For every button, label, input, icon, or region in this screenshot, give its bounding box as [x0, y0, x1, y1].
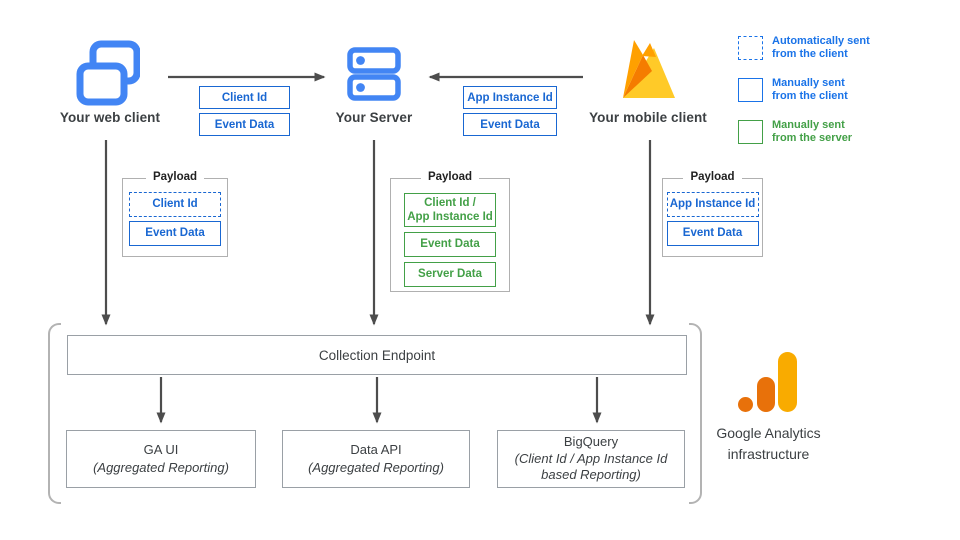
server-label: Your Server [335, 110, 413, 125]
output-subtitle: (Client Id / App Instance Id based Repor… [514, 450, 668, 483]
payload-item-client-id: Client Id [129, 192, 221, 217]
infrastructure-bracket-left [48, 323, 61, 504]
google-analytics-logo-icon [738, 352, 797, 412]
payload-item-event-data: Event Data [404, 232, 496, 257]
event-data-box: Event Data [199, 113, 290, 136]
payload-mobile: Payload App Instance Id Event Data [662, 171, 763, 257]
legend-swatch-auto-client [738, 36, 763, 60]
collection-endpoint-box: Collection Endpoint [67, 335, 687, 375]
web-client-label: Your web client [59, 110, 161, 125]
payload-item-app-instance-id: App Instance Id [666, 192, 759, 217]
app-instance-id-box: App Instance Id [463, 86, 557, 109]
output-title: BigQuery [563, 433, 619, 449]
payload-item-server-data: Server Data [404, 262, 496, 287]
payload-title: Payload [420, 171, 480, 183]
payload-title: Payload [683, 171, 742, 183]
legend-label-manual-server: Manually sent from the server [772, 119, 853, 145]
legend-label-auto-client: Automatically sent from the client [772, 35, 870, 61]
payload-item-event-data: Event Data [666, 221, 759, 246]
output-subtitle: (Aggregated Reporting) [93, 460, 229, 475]
payload-server: Payload Client Id / App Instance Id Even… [390, 171, 510, 292]
legend-swatch-manual-client [738, 78, 763, 102]
legend-swatch-manual-server [738, 120, 763, 144]
output-title: GA UI [143, 441, 179, 457]
output-title: Data API [350, 441, 402, 457]
google-analytics-infrastructure-label: Google Analytics infrastructure [716, 425, 821, 462]
flow-boxes-web-to-server: Client Id Event Data [199, 86, 290, 140]
payload-web: Payload Client Id Event Data [122, 171, 228, 257]
client-id-box: Client Id [199, 86, 290, 109]
mobile-client-label: Your mobile client [589, 110, 707, 125]
output-box-data-api: Data API (Aggregated Reporting) [282, 430, 470, 488]
server-icon [347, 47, 401, 101]
output-box-ga-ui: GA UI (Aggregated Reporting) [66, 430, 256, 488]
flow-boxes-mobile-to-server: App Instance Id Event Data [463, 86, 557, 140]
payload-item-event-data: Event Data [129, 221, 221, 246]
web-client-icon [76, 40, 140, 106]
payload-item-client-id-app-instance-id: Client Id / App Instance Id [404, 193, 496, 227]
firebase-icon [623, 40, 675, 98]
event-data-box: Event Data [463, 113, 557, 136]
payload-title: Payload [145, 171, 205, 183]
infrastructure-bracket-right [689, 323, 702, 504]
output-box-bigquery: BigQuery (Client Id / App Instance Id ba… [497, 430, 685, 488]
legend-label-manual-client: Manually sent from the client [772, 77, 848, 103]
output-subtitle: (Aggregated Reporting) [308, 460, 444, 475]
